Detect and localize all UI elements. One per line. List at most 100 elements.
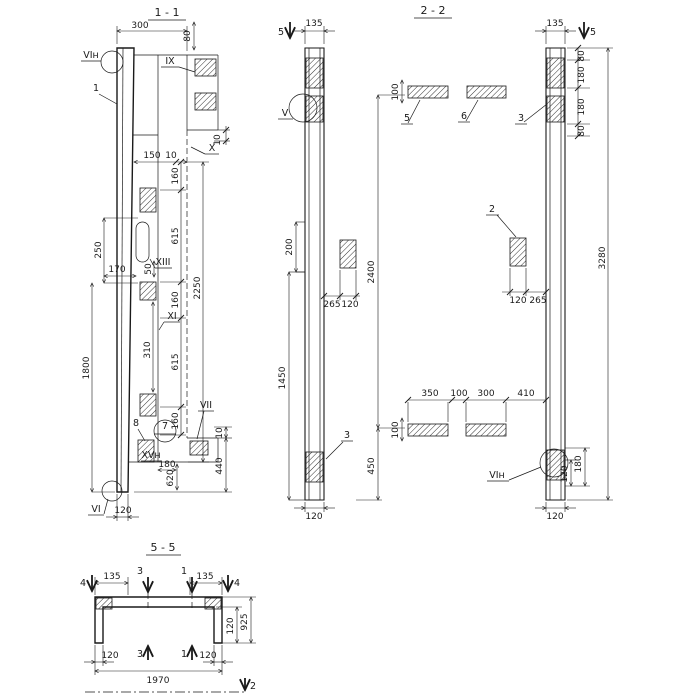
dim-250: 250: [94, 241, 104, 258]
rebar-section: [509, 237, 527, 267]
s22-label-text: 5 5 V 5 6 3 2 3 VIн: [278, 27, 596, 481]
detail-label-vin: VIн: [489, 470, 505, 481]
s11-dim-text: 300 80 10 150 10 160 615 160 615 160 225…: [82, 21, 225, 516]
dim-265: 265: [529, 296, 546, 306]
dim-615: 615: [171, 353, 181, 370]
dim-120: 120: [509, 296, 526, 306]
detail-circle-vi-top: [100, 50, 124, 74]
part-label-8: 8: [133, 418, 139, 429]
dim-300: 300: [131, 21, 148, 31]
dim-160: 160: [171, 412, 181, 429]
section-2-2: 2 - 2: [278, 4, 613, 522]
section-2-2-title: 2 - 2: [421, 4, 446, 17]
dim-200: 200: [285, 238, 295, 255]
dim-10: 10: [215, 427, 225, 439]
rebar-section: [139, 281, 157, 301]
dim-10: 10: [165, 151, 177, 161]
section-5-5: 5 - 5: [80, 541, 256, 693]
dim-100: 100: [391, 83, 401, 100]
section-marker-3-top: 3: [137, 566, 143, 577]
dim-1800: 1800: [82, 356, 92, 379]
part-label-5: 5: [404, 113, 410, 124]
detail-label-xiii: XIII: [156, 257, 171, 268]
part-label-2: 2: [489, 204, 495, 215]
rebar-mesh: [407, 85, 449, 99]
dim-80: 80: [183, 30, 193, 42]
dim-120: 120: [101, 651, 118, 661]
detail-label-x: X: [209, 143, 216, 154]
detail-label-xi: XI: [167, 311, 176, 322]
section-marker-1-top: 1: [181, 566, 187, 577]
detail-label-v: V: [282, 108, 289, 119]
dim-2250: 2250: [193, 276, 203, 299]
dim-120: 120: [199, 651, 216, 661]
s22-leader-lines: [278, 99, 548, 482]
s11-dim-lines: [92, 22, 232, 521]
detail-circle-vin: [539, 448, 569, 478]
part-label-1: 1: [93, 83, 99, 94]
section-marker-2: 2: [250, 681, 256, 692]
rebar-section: [139, 187, 157, 213]
part-label-6: 6: [461, 111, 467, 122]
rebar-mesh: [407, 423, 449, 437]
dim-120: 120: [341, 300, 358, 310]
dim-310: 310: [143, 341, 153, 358]
rebar-mesh: [465, 423, 507, 437]
dim-410: 410: [517, 389, 534, 399]
s11-leader-lines: [81, 60, 219, 516]
s55-label-text: 4 3 1 4 3 1 2: [80, 566, 256, 692]
dim-120: 120: [560, 465, 570, 482]
s55-dim-lines: [84, 575, 256, 693]
rebar-section: [546, 449, 565, 481]
section-marker-5-left: 5: [278, 27, 284, 38]
dim-120: 120: [305, 512, 322, 522]
dim-265: 265: [323, 300, 340, 310]
s22-outline: [304, 17, 566, 501]
rebar-section: [139, 393, 157, 417]
dim-450: 450: [367, 457, 377, 474]
dim-925: 925: [240, 613, 250, 630]
rebar-section: [204, 597, 222, 610]
detail-circle-v: [288, 93, 318, 123]
dim-1970: 1970: [147, 676, 170, 686]
dim-135: 135: [546, 19, 563, 29]
s22-dim-lines: [289, 22, 613, 512]
dim-170: 170: [108, 265, 125, 275]
rebar-section: [546, 57, 565, 89]
rebar-section: [305, 95, 324, 123]
dim-120: 120: [226, 617, 236, 634]
s55-dim-text: 135 135 120 925 120 120 1970: [101, 572, 250, 686]
detail-label-vii: VII: [200, 400, 212, 411]
rebar-mesh: [466, 85, 507, 99]
rebar-section: [189, 440, 209, 456]
rebar-section: [194, 92, 217, 111]
part-label-3: 3: [344, 430, 350, 441]
dim-10: 10: [213, 134, 223, 146]
dim-135: 135: [103, 572, 120, 582]
dim-150: 150: [143, 151, 160, 161]
rebar-section: [137, 439, 155, 463]
dim-180: 180: [577, 66, 587, 83]
dim-160: 160: [171, 291, 181, 308]
lifting-slot: [135, 221, 150, 263]
section-marker-4-left: 4: [80, 578, 86, 589]
dim-180: 180: [577, 98, 587, 115]
rebar-section: [305, 451, 324, 483]
detail-label-xvn: XVн: [141, 450, 160, 461]
section-marker-4-right: 4: [234, 578, 240, 589]
detail-circle-vi-bot: [101, 480, 123, 502]
detail-label-ix: IX: [165, 56, 175, 67]
rebar-section: [339, 239, 357, 269]
section-marker-1-bottom: 1: [181, 649, 187, 660]
dim-135: 135: [196, 572, 213, 582]
s22-dim-text: 135 135 80 180 180 80 3280 100 200 2400 …: [278, 19, 608, 522]
dim-80: 80: [577, 125, 587, 137]
dim-620: 620: [166, 469, 176, 486]
s11-label-text: VIн 1 IX X XIII XI 8 7 VII XVн VI: [83, 50, 216, 515]
rebar-section: [546, 95, 565, 123]
section-marker-5-right: 5: [590, 27, 596, 38]
part-label-7: 7: [162, 421, 168, 432]
rebar-section: [194, 58, 217, 77]
